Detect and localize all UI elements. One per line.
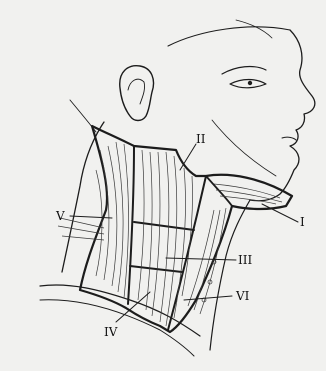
label-level-5: V (55, 209, 65, 223)
pupil (248, 81, 252, 85)
label-level-1: I (300, 215, 305, 229)
label-level-3: III (238, 253, 252, 267)
label-level-2: II (196, 132, 206, 146)
label-level-4: IV (104, 325, 118, 339)
label-level-6: VI (235, 289, 250, 303)
